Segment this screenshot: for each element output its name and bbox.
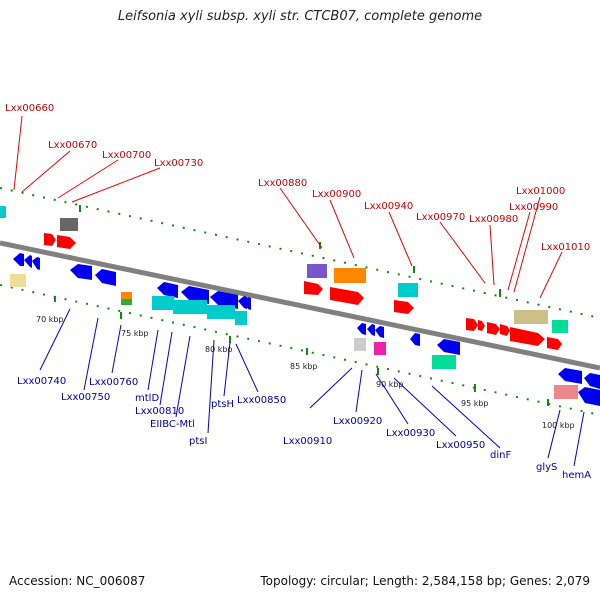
reverse-features [10,253,600,406]
gene-label: Lxx00910 [283,436,332,447]
gene-label: Lxx00810 [135,406,184,417]
gene-label: Lxx01010 [541,242,590,253]
gene-label: Lxx00660 [5,103,54,114]
gene-label: glyS [536,462,557,473]
gene-label: EIIBC-Mtl [150,419,195,430]
genome-backbone [0,240,600,371]
gene-label: Lxx00740 [17,376,66,387]
kbp-ticks [54,205,549,406]
gene-label: Lxx00730 [154,158,203,169]
gene-label: mtlD [135,393,159,404]
forward-gene-labels: Lxx00660 Lxx00670 Lxx00700 Lxx00730 Lxx0… [5,103,590,253]
gene-label: Lxx00750 [61,392,110,403]
genome-summary: Topology: circular; Length: 2,584,158 bp… [260,574,590,588]
kbp-label: 90 kbp [376,380,404,389]
gene-label: Lxx01000 [516,186,565,197]
gene-label: Lxx00950 [436,440,485,451]
reverse-gene-labels: Lxx00740 Lxx00750 Lxx00760 mtlD Lxx00810… [17,376,591,481]
gene-label: Lxx00980 [469,214,518,225]
gene-label: Lxx00760 [89,377,138,388]
gene-label: ptsI [189,436,207,447]
gene-label: Lxx00670 [48,140,97,151]
kbp-label: 85 kbp [290,362,318,371]
gene-label: Lxx00940 [364,201,413,212]
gene-label: hemA [562,470,591,481]
kbp-label: 100 kbp [542,421,575,430]
gene-label: dinF [490,450,511,461]
reverse-leader-lines [39,308,585,467]
kbp-label: 95 kbp [461,399,489,408]
map-title: Leifsonia xyli subsp. xyli str. CTCB07, … [117,9,483,24]
forward-leader-lines [13,115,563,299]
gene-label: Lxx00850 [237,395,286,406]
gene-label: ptsH [211,399,234,410]
kbp-label: 75 kbp [121,329,149,338]
gene-label: Lxx00700 [102,150,151,161]
gene-label: Lxx00990 [509,202,558,213]
kbp-label: 80 kbp [205,345,233,354]
gene-label: Lxx00970 [416,212,465,223]
gene-label: Lxx00880 [258,178,307,189]
gene-label: Lxx00900 [312,189,361,200]
gene-label: Lxx00920 [333,416,382,427]
kbp-label: 70 kbp [36,315,64,324]
gene-label: Lxx00930 [386,428,435,439]
forward-features [0,206,568,350]
accession-label: Accession: NC_006087 [9,574,146,588]
